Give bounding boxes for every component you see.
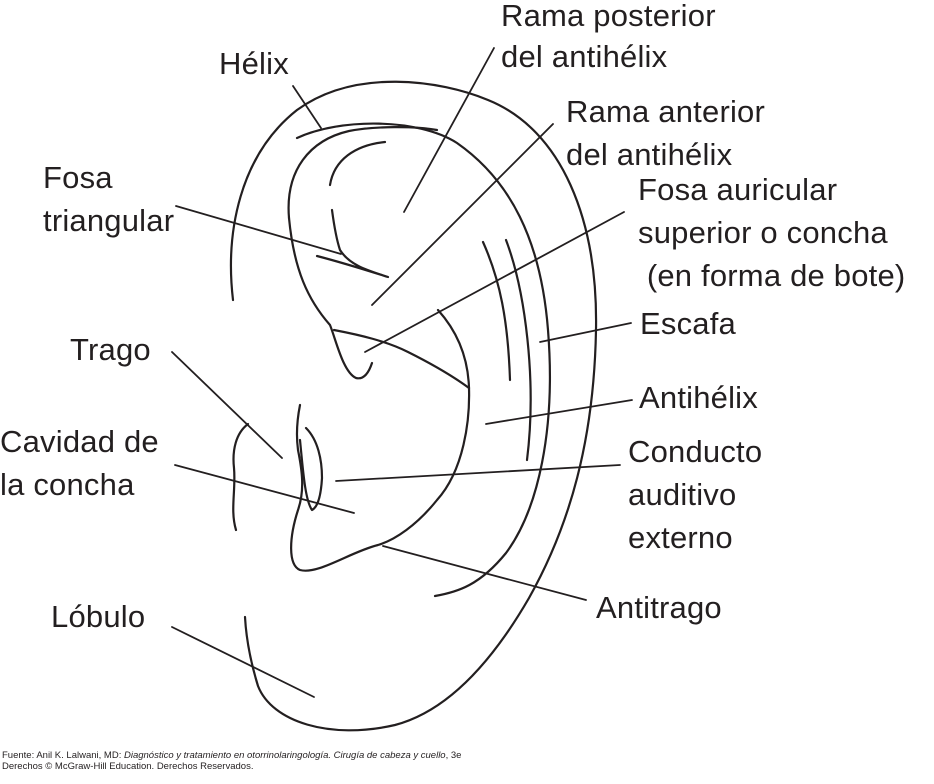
ear-outline: [229, 80, 598, 732]
label-conducto: Conducto auditivo externo: [628, 434, 771, 555]
label-cavidad: Cavidad de la concha: [0, 424, 168, 502]
label-antitrago: Antitrago: [596, 590, 722, 625]
label-rama-posterior: Rama posterior del antihélix: [501, 0, 725, 74]
concha-outline: [287, 216, 374, 380]
fossa-triangularis-edge: [315, 208, 390, 279]
leader-rama-anterior: [371, 123, 554, 306]
source-suffix: , 3e: [445, 750, 462, 761]
leader-fosa-triangular: [175, 205, 342, 255]
source-title: Diagnóstico y tratamiento en otorrinolar…: [123, 750, 446, 761]
leader-lobulo: [171, 626, 315, 698]
label-helix: Hélix: [219, 46, 289, 81]
tragus-outline: [232, 422, 250, 532]
scapha-groove-2: [504, 238, 532, 462]
leader-antitrago: [382, 545, 587, 601]
leader-lines: [171, 47, 633, 698]
label-lobulo: Lóbulo: [51, 599, 145, 634]
crus-inner-arc: [328, 140, 387, 187]
label-antihelix: Antihélix: [639, 380, 758, 415]
leader-cavidad: [174, 464, 355, 514]
concha-rim: [332, 328, 471, 390]
leader-helix: [292, 85, 322, 129]
labels: Hélix Rama posterior del antihélix Rama …: [0, 0, 905, 634]
leader-conducto: [335, 464, 621, 482]
leader-rama-posterior: [403, 47, 495, 213]
label-fosa-auricular: Fosa auricular superior o concha (en for…: [638, 172, 905, 293]
label-trago: Trago: [70, 332, 151, 367]
label-fosa-triangular: Fosa triangular: [43, 160, 174, 238]
source-prefix: Fuente: Anil K. Lalwani, MD:: [2, 750, 124, 761]
source-line-2: Derechos © McGraw-Hill Education. Derech…: [2, 761, 254, 772]
source-line-1: Fuente: Anil K. Lalwani, MD: Diagnóstico…: [2, 750, 461, 761]
leader-antihelix: [485, 399, 633, 425]
source-credit: Fuente: Anil K. Lalwani, MD: Diagnóstico…: [2, 750, 461, 772]
label-rama-anterior: Rama anterior del antihélix: [566, 94, 774, 172]
antihelix-stem: [290, 308, 471, 572]
label-escafa: Escafa: [640, 306, 737, 341]
leader-escafa: [539, 322, 632, 343]
scapha-groove-1: [481, 240, 512, 382]
tragus-inner: [298, 426, 324, 512]
leader-trago: [171, 351, 283, 459]
leader-fosa-auricular: [364, 211, 625, 353]
crus-superior: [287, 126, 439, 220]
helix-rim-outer: [229, 80, 598, 732]
